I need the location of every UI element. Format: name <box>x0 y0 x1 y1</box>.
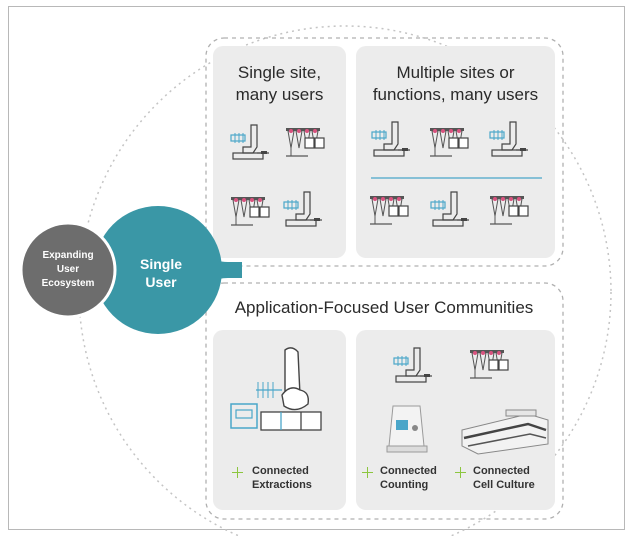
ecosystem-label: Expanding User Ecosystem <box>33 249 103 291</box>
cell-counter-icon <box>386 405 428 453</box>
sites-boundary <box>205 37 564 267</box>
single-user-label-line: Single <box>139 256 182 272</box>
multi-site-title-line: Multiple sites or <box>396 63 515 82</box>
single-user-label: Single User <box>126 255 196 291</box>
extraction-system-icon <box>230 347 322 431</box>
multi-site-title: Multiple sites or functions, many users <box>356 62 555 106</box>
ecosystem-label-line: User <box>56 264 80 275</box>
counting-legend: Connected Counting <box>380 464 437 492</box>
single-user-connector <box>205 246 242 294</box>
communities-title: Application-Focused User Communities <box>234 298 534 317</box>
legend-line: Connected <box>473 465 530 477</box>
connection-cross-icon <box>232 467 243 478</box>
legend-line: Cell Culture <box>473 479 535 491</box>
single-site-title-line: Single site, <box>237 63 322 82</box>
single-site-title: Single site, many users <box>213 62 346 106</box>
single-user-label-line: User <box>145 274 177 290</box>
cell-culture-system-icon <box>461 409 549 455</box>
ecosystem-circle <box>19 221 117 319</box>
connection-cross-icon <box>362 467 373 478</box>
legend-line: Counting <box>380 479 429 491</box>
communities-boundary <box>205 282 564 520</box>
single-user-circle <box>94 206 222 334</box>
multi-site-title-line: functions, many users <box>372 85 539 104</box>
figure-border <box>8 6 625 530</box>
ecosystem-label-line: Expanding <box>42 250 94 261</box>
single-site-title-line: many users <box>235 85 324 104</box>
legend-line: Connected <box>252 465 309 477</box>
connection-cross-icon <box>455 467 466 478</box>
legend-line: Extractions <box>252 479 312 491</box>
ecosystem-label-line: Ecosystem <box>41 278 95 289</box>
cell-culture-legend: Connected Cell Culture <box>473 464 535 492</box>
legend-line: Connected <box>380 465 437 477</box>
extractions-legend: Connected Extractions <box>252 464 312 492</box>
